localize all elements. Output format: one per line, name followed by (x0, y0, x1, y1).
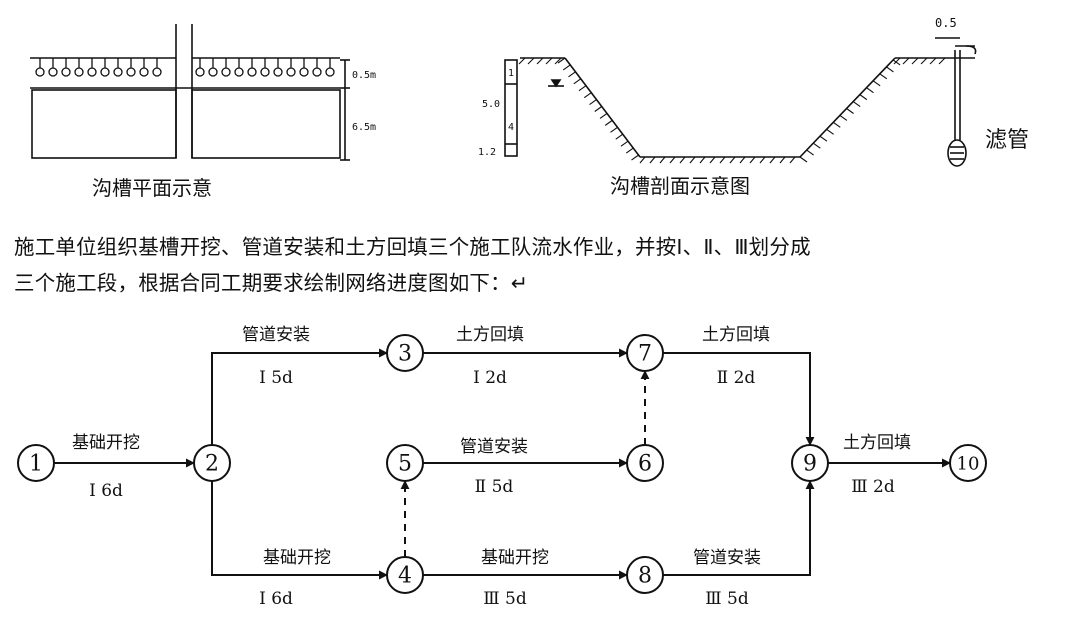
node-number: 6 (638, 452, 652, 477)
node-number: 7 (638, 342, 652, 367)
activity-arrow (211, 348, 388, 445)
node-number: 9 (803, 452, 817, 477)
node-number: 8 (638, 564, 652, 589)
activity-duration-label: Ⅰ 5d (259, 368, 293, 388)
node-number: 10 (957, 454, 980, 475)
activity-duration-label: Ⅲ 2d (851, 477, 895, 497)
activity-duration-label: Ⅰ 6d (259, 589, 293, 609)
node-number: 4 (398, 564, 412, 589)
dim-plan-bottom: 6.5m (352, 122, 376, 133)
activity-name-label: 管道安装 (460, 437, 528, 457)
plan-view-caption: 沟槽平面示意 (92, 176, 212, 200)
activity-name-label: 管道安装 (242, 325, 310, 345)
activity-duration-label: Ⅲ 5d (483, 589, 527, 609)
description-line-2: 三个施工段，根据合同工期要求绘制网络进度图如下：↵ (14, 271, 529, 295)
activity-duration-label: Ⅲ 5d (705, 589, 749, 609)
description-line-1: 施工单位组织基槽开挖、管道安装和土方回填三个施工队流水作业，并按Ⅰ、Ⅱ、Ⅲ划分成 (14, 235, 811, 259)
network-node-2: 2 (193, 444, 231, 482)
network-node-4: 4 (386, 556, 424, 594)
dim-pipe: 0.5 (935, 16, 957, 30)
network-node-1: 1 (17, 444, 55, 482)
trench-plan-view (30, 24, 350, 161)
activity-name-label: 管道安装 (693, 548, 761, 568)
dim-section-a: 1 (508, 68, 514, 79)
activity-arrow (663, 352, 815, 446)
activity-name-label: 土方回填 (843, 433, 911, 453)
network-node-8: 8 (626, 556, 664, 594)
node-number: 1 (29, 452, 43, 477)
wellpoint-row (35, 58, 335, 77)
activity-name-label: 基础开挖 (263, 548, 331, 568)
activity-duration-label: Ⅰ 6d (89, 481, 123, 501)
activity-arrow (211, 481, 388, 580)
network-node-5: 5 (386, 444, 424, 482)
activity-duration-label: Ⅱ 5d (475, 477, 514, 497)
activity-duration-label: Ⅱ 2d (717, 368, 756, 388)
network-node-10: 10 (949, 444, 987, 482)
filter-pipe-label: 滤管 (985, 128, 1030, 153)
node-number: 3 (398, 342, 412, 367)
dim-section-b: 5.0 (482, 99, 500, 110)
network-node-3: 3 (386, 334, 424, 372)
activity-arrow (663, 480, 815, 576)
activity-name-label: 土方回填 (702, 325, 770, 345)
activity-name-label: 基础开挖 (481, 548, 549, 568)
network-node-7: 7 (626, 334, 664, 372)
activity-name-label: 基础开挖 (72, 433, 140, 453)
node-number: 5 (398, 452, 412, 477)
dim-section-c: 4 (508, 122, 514, 133)
network-node-9: 9 (791, 444, 829, 482)
activity-duration-label: Ⅰ 2d (473, 368, 507, 388)
node-number: 2 (205, 452, 219, 477)
dim-plan-top: 0.5m (352, 70, 376, 81)
section-view-caption: 沟槽剖面示意图 (610, 174, 750, 198)
dim-section-d: 1.2 (478, 147, 496, 158)
soil-hatching (518, 57, 946, 164)
activity-name-label: 土方回填 (456, 325, 524, 345)
network-node-6: 6 (626, 444, 664, 482)
trench-illustrations: 0.5m 6.5m 1 5.0 4 1.2 0.5 (30, 16, 977, 167)
